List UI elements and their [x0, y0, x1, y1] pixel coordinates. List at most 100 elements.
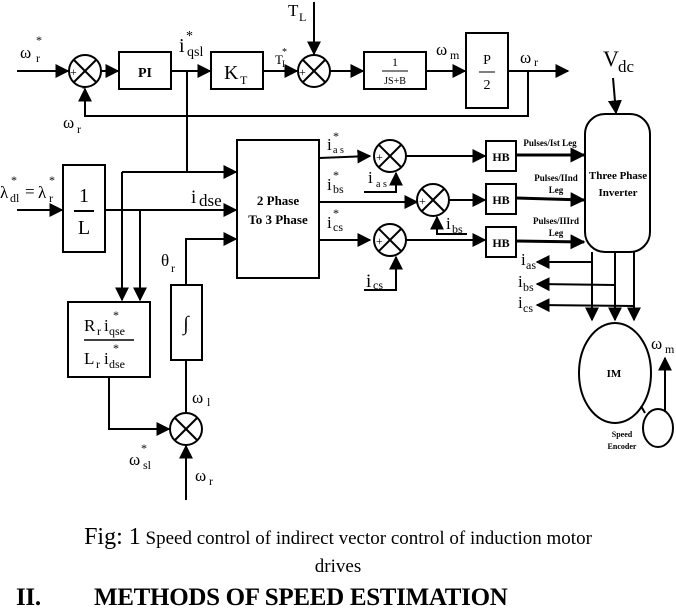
figure-caption-line2: drives: [314, 556, 362, 577]
omega-r-input-label: ω r: [195, 466, 213, 488]
svg-text:i: i: [518, 272, 523, 291]
svg-text:*: *: [36, 33, 42, 47]
svg-text:1: 1: [79, 185, 89, 207]
svg-text:*: *: [11, 173, 17, 187]
induction-motor: [578, 322, 652, 424]
svg-text:1: 1: [392, 55, 398, 69]
svg-text:r: r: [96, 357, 100, 371]
svg-text:cs: cs: [333, 220, 343, 234]
svg-text:V: V: [603, 46, 619, 71]
flux-ref-label: λ dl * = λ r *: [0, 173, 55, 205]
svg-text:i: i: [518, 293, 523, 312]
inverter-label: Three Phase: [589, 170, 647, 182]
svg-text:i: i: [521, 250, 526, 269]
hb-b-label: HB: [492, 193, 509, 207]
pulses-leg3-label-line2: Leg: [549, 228, 564, 238]
svg-text:ω: ω: [20, 43, 31, 62]
minus-sign: -: [82, 80, 86, 94]
ics-measured-label: i cs: [518, 293, 533, 315]
speed-feedback-line: [78, 71, 529, 117]
svg-text:bs: bs: [523, 280, 534, 294]
svg-text:λ: λ: [38, 183, 47, 202]
ias-ref-label: i a s *: [327, 129, 344, 156]
svg-text:i: i: [327, 135, 332, 154]
inverter-label-line2: Inverter: [598, 187, 637, 199]
section-heading: II. METHODS OF SPEED ESTIMATION: [16, 584, 508, 612]
pi-label: PI: [138, 66, 152, 81]
idse-label: i dse: [191, 187, 222, 210]
svg-text:L: L: [299, 10, 306, 24]
ibs-feedback-label: i bs: [446, 214, 463, 236]
omega-m-measured-label: ω m: [651, 334, 675, 356]
svg-text:dse: dse: [109, 357, 125, 371]
svg-text:a s: a s: [333, 145, 344, 156]
theta-r-label: θ r: [161, 251, 175, 275]
encoder-label-line2: Encoder: [608, 442, 637, 451]
figure-caption: Fig: 1 Speed control of indirect vector …: [0, 524, 676, 551]
svg-text:dse: dse: [199, 191, 222, 210]
svg-text:*: *: [333, 206, 339, 220]
svg-text:*: *: [113, 341, 119, 355]
ics-ref-label: i cs *: [327, 206, 343, 234]
svg-text:ω: ω: [520, 48, 531, 67]
ibs-ref-label: i bs *: [327, 168, 344, 196]
section-title: METHODS OF SPEED ESTIMATION: [94, 584, 508, 611]
svg-text:dc: dc: [618, 57, 635, 76]
svg-text:m: m: [450, 48, 460, 62]
svg-text:sl: sl: [143, 458, 152, 472]
omega-r-feedback-label: ω r: [63, 113, 81, 136]
minus-sign: -: [431, 208, 435, 222]
svg-text:=: =: [25, 182, 35, 201]
svg-text:qse: qse: [109, 324, 125, 338]
minus-sign: -: [388, 248, 392, 262]
iqsl-label: i qsl *: [179, 29, 203, 60]
svg-text:r: r: [209, 474, 213, 488]
svg-text:r: r: [36, 51, 40, 65]
plus-sign: +: [376, 234, 383, 248]
svg-text:L: L: [78, 217, 90, 239]
svg-text:m: m: [665, 342, 675, 356]
svg-text:To 3 Phase: To 3 Phase: [248, 212, 308, 227]
motor-label: IM: [607, 368, 622, 380]
omega-1-label: ω l: [192, 388, 211, 409]
svg-text:*: *: [333, 168, 339, 182]
svg-text:dl: dl: [10, 191, 20, 205]
ics-feedback-label: i cs: [366, 271, 383, 292]
svg-text:cs: cs: [373, 278, 383, 292]
svg-text:*: *: [141, 441, 147, 455]
svg-text:cs: cs: [523, 301, 533, 315]
svg-text:i: i: [327, 175, 332, 194]
vdc-line: [607, 77, 622, 115]
svg-text:i: i: [366, 271, 371, 292]
svg-text:ω: ω: [195, 466, 206, 485]
load-torque-label: T L: [288, 1, 306, 24]
svg-text:JS+B: JS+B: [384, 76, 406, 87]
pulses-leg3-label: Pulses/IIIrd: [533, 216, 579, 226]
svg-text:ω: ω: [651, 334, 662, 353]
svg-text:i: i: [327, 213, 332, 232]
ibs-measured-label: i bs: [518, 272, 534, 294]
svg-text:ω: ω: [436, 40, 447, 59]
svg-text:T: T: [240, 73, 248, 87]
svg-text:L: L: [84, 349, 94, 368]
section-number: II.: [16, 584, 41, 611]
svg-text:*: *: [282, 47, 287, 58]
minus-sign: -: [388, 164, 392, 178]
svg-text:r: r: [77, 122, 81, 136]
svg-text:i: i: [104, 349, 109, 368]
svg-text:r: r: [97, 324, 101, 338]
svg-text:i: i: [104, 316, 109, 335]
svg-text:θ: θ: [161, 251, 169, 270]
figure-caption-text: Speed control of indirect vector control…: [140, 528, 592, 549]
svg-text:*: *: [186, 29, 193, 44]
svg-text:r: r: [171, 261, 175, 275]
pulses-leg2-label: Pulses/IInd: [534, 173, 578, 183]
svg-text:bs: bs: [452, 222, 463, 236]
svg-text:λ: λ: [0, 183, 9, 202]
inverse-L-block: [62, 164, 106, 253]
svg-text:*: *: [49, 173, 55, 187]
svg-text:K: K: [224, 62, 239, 84]
hb-a-label: HB: [492, 150, 509, 164]
pulses-leg2-label-line2: Leg: [549, 185, 564, 195]
svg-text:P: P: [483, 53, 491, 68]
